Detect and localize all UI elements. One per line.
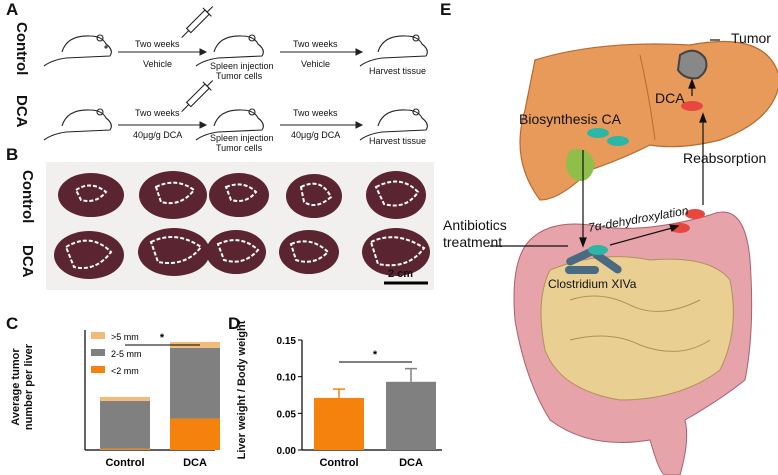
liver-photo-graphic xyxy=(54,171,430,285)
ca-molecule xyxy=(588,245,608,255)
tumor-label: Tumor xyxy=(731,30,771,46)
dca-molecule xyxy=(685,209,705,219)
end-dca: Harvest tissue xyxy=(369,136,427,146)
y-tick-label: 0.00 xyxy=(277,446,297,457)
schematic-timeline xyxy=(43,6,428,141)
liver-sample xyxy=(54,231,124,279)
legend-label: 2-5 mm xyxy=(111,349,142,359)
liver-sample xyxy=(362,228,430,276)
end-control: Harvest tissue xyxy=(369,66,427,76)
liver-sample xyxy=(139,171,207,219)
mouse-icon xyxy=(195,108,264,141)
liver-sample xyxy=(286,174,342,218)
ca-molecule xyxy=(587,128,609,138)
bar-segment xyxy=(170,347,220,419)
x-tick-label: DCA xyxy=(399,457,423,469)
panel-label-e: E xyxy=(440,0,452,19)
dca-label: DCA xyxy=(655,90,685,106)
liver-sample xyxy=(366,171,426,219)
bar-segment xyxy=(100,448,150,450)
mouse-icon xyxy=(359,34,428,67)
step1-bottom-control: Vehicle xyxy=(143,59,173,69)
legend-swatch xyxy=(91,332,105,339)
liver-sample xyxy=(58,173,124,217)
y-tick-label: 0.10 xyxy=(277,373,297,384)
x-tick-label: Control xyxy=(319,457,358,469)
small-intestine xyxy=(540,256,734,401)
step1-top-dca: Two weeks xyxy=(135,108,180,118)
gallbladder xyxy=(566,149,595,181)
panel-label-d: D xyxy=(228,314,241,333)
panel-label-c: C xyxy=(6,314,19,333)
x-tick-label: DCA xyxy=(183,457,207,469)
bar-segment xyxy=(100,400,150,449)
reabsorption-label: Reabsorption xyxy=(683,150,767,166)
significance-marker: * xyxy=(160,332,165,344)
chart-d-ylabel: Liver weight / Body weight xyxy=(236,320,248,460)
tumor-graphic xyxy=(676,49,708,80)
y-tick-label: 0.15 xyxy=(277,336,297,347)
dca-molecule xyxy=(681,101,703,111)
mouse-icon xyxy=(43,108,112,141)
step2-top-dca: Two weeks xyxy=(293,108,338,118)
photo-row-label-dca: DCA xyxy=(19,245,36,278)
step2-bottom-dca: 40μg/g DCA xyxy=(291,130,341,140)
ca-molecule xyxy=(607,136,629,146)
step1-top-control: Two weeks xyxy=(135,39,180,49)
step1-bottom-dca: 40μg/g DCA xyxy=(133,130,183,140)
syringe-icon xyxy=(181,80,214,112)
panel-label-b: B xyxy=(6,145,19,164)
cells-dca: Tumor cells xyxy=(216,143,263,153)
bar-segment xyxy=(100,396,150,401)
step2-top-control: Two weeks xyxy=(293,39,338,49)
clostridium-label: Clostridium XIVa xyxy=(548,277,637,291)
mouse-icon xyxy=(359,108,428,141)
gut-liver-diagram xyxy=(490,39,778,475)
y-tick-label: 0.05 xyxy=(277,409,297,420)
legend-swatch xyxy=(91,366,105,373)
liver-sample xyxy=(138,228,210,276)
bar xyxy=(314,397,364,450)
inject-dca: Spleen injection xyxy=(210,133,274,143)
photo-row-label-control: Control xyxy=(19,170,36,224)
legend-swatch xyxy=(91,349,105,356)
liver-sample xyxy=(209,173,269,217)
legend-label: >5 mm xyxy=(111,332,139,342)
bar-segment xyxy=(170,418,220,450)
liver-sample xyxy=(279,230,339,274)
significance-marker: * xyxy=(373,349,378,361)
cells-control: Tumor cells xyxy=(216,71,263,81)
liver-photo xyxy=(46,162,434,290)
mouse-icon xyxy=(195,34,264,67)
biosynthesis-label: Biosynthesis CA xyxy=(519,111,621,127)
step2-bottom-control: Vehicle xyxy=(301,59,331,69)
chart-c: Control DCA >5 mm 2-5 mm <2 mm * xyxy=(84,330,220,469)
liver-sample xyxy=(206,230,266,274)
mouse-icon xyxy=(43,34,112,67)
syringe-icon xyxy=(181,6,214,38)
inject-control: Spleen injection xyxy=(210,61,274,71)
panel-label-a: A xyxy=(6,0,19,19)
x-tick-label: Control xyxy=(105,457,144,469)
legend-label: <2 mm xyxy=(111,366,139,376)
bar xyxy=(386,381,436,450)
scalebar-label: 2 cm xyxy=(388,268,414,280)
